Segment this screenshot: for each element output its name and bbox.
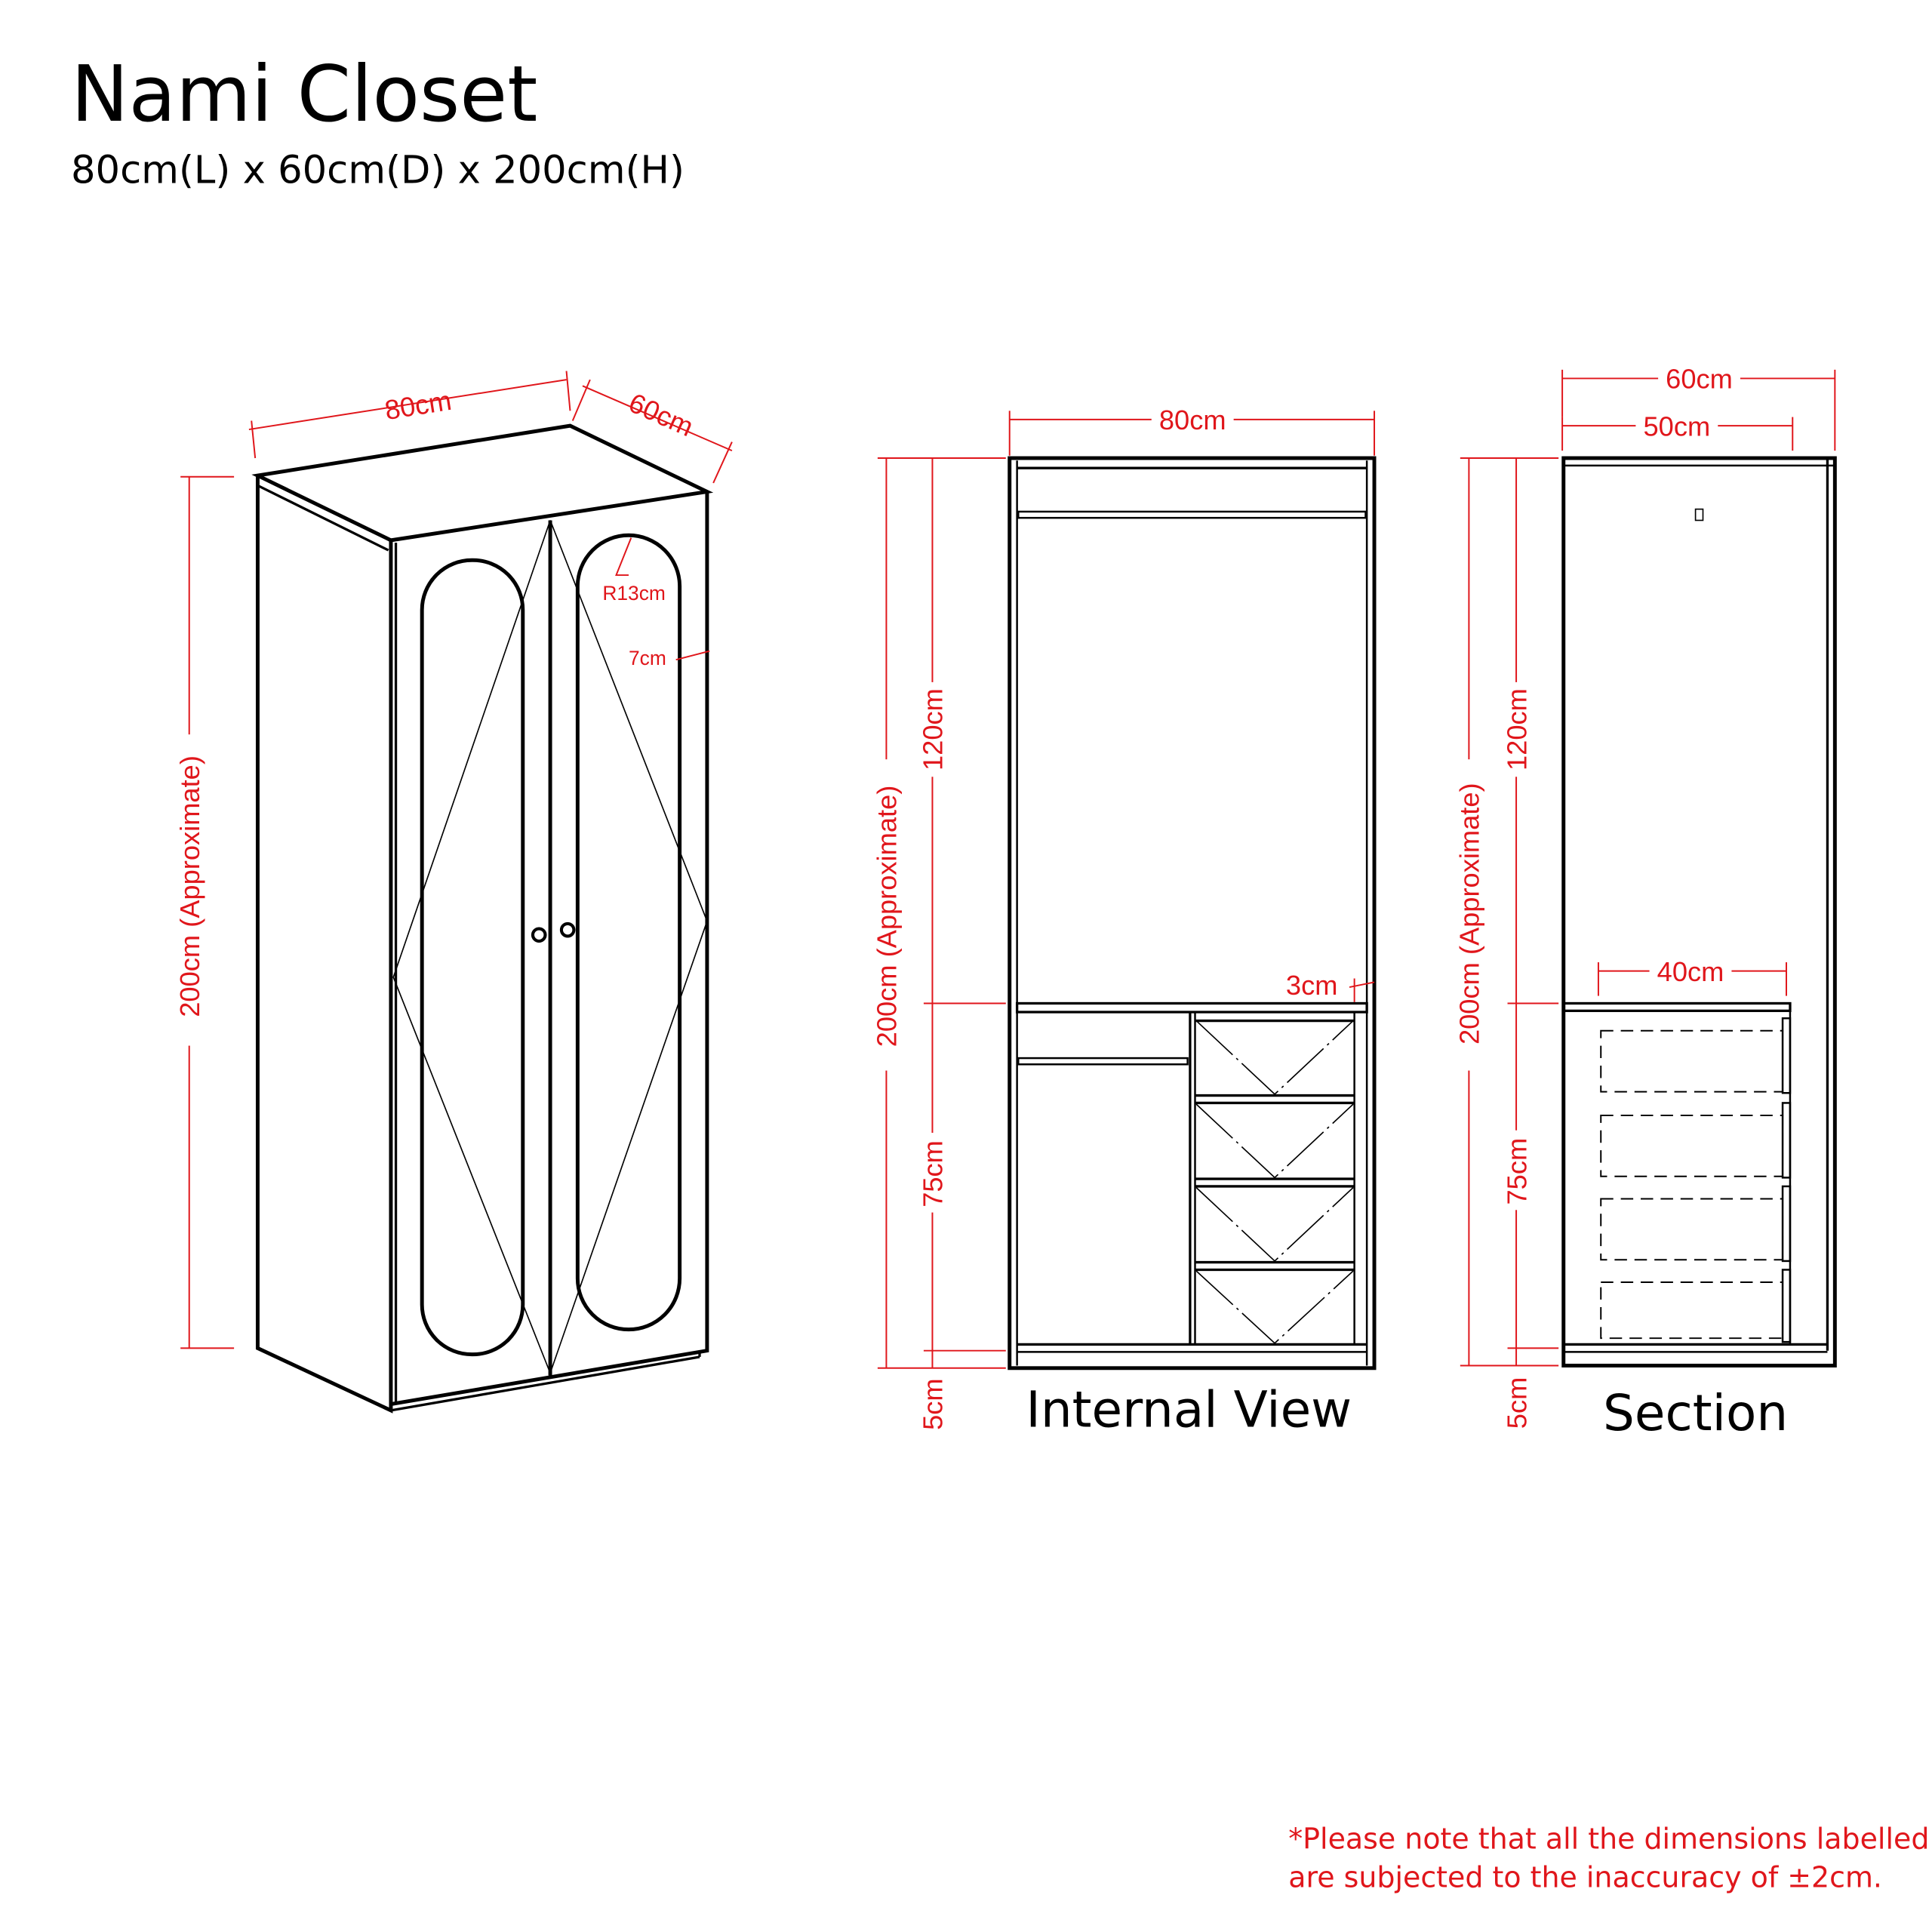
drawer [1195, 1268, 1355, 1344]
internal-height-label: 200cm (Approximate) [872, 786, 903, 1048]
section-label: Section [1603, 1384, 1788, 1442]
internal-lower-label: 75cm [918, 1140, 949, 1208]
internal-view: 80cm 200cm (Approximate) 120cm 75cm 5cm … [869, 405, 1377, 1438]
drawer-outline [1600, 1114, 1784, 1177]
drawers [1195, 1019, 1355, 1344]
section-drawers [1600, 1017, 1792, 1343]
drawer-outline [1600, 1029, 1784, 1093]
internal-plinth-label: 5cm [918, 1378, 949, 1430]
iso-width-label: 80cm [383, 385, 454, 426]
internal-view-label: Internal View [1026, 1380, 1352, 1438]
page-title: Nami Closet [71, 50, 537, 140]
rail-profile-icon [1694, 508, 1704, 521]
note-line-2: are subjected to the inaccuracy of ±2cm. [1288, 1861, 1882, 1894]
section-inner-depth-label: 50cm [1644, 411, 1711, 441]
iso-side [255, 475, 393, 1414]
left-knob [531, 927, 547, 943]
drawer [1195, 1185, 1355, 1264]
drawer-depth-label: 40cm [1657, 956, 1724, 987]
internal-upper-label: 120cm [918, 688, 949, 771]
iso-height-label: 200cm (Approximate) [174, 755, 205, 1017]
shelf [1015, 1001, 1368, 1014]
drawer-outline [1600, 1198, 1784, 1261]
section-upper-label: 120cm [1501, 688, 1532, 771]
right-door-oval [575, 533, 682, 1332]
hanging-rail [1017, 510, 1367, 519]
note-line-1: *Please note that all the dimensions lab… [1288, 1822, 1929, 1855]
left-door-oval [420, 558, 525, 1357]
frame-label: 7cm [629, 647, 666, 669]
right-knob [559, 921, 576, 938]
lower-rail [1017, 1057, 1189, 1066]
gap-label: 3cm [1286, 970, 1338, 1001]
page-subtitle: 80cm(L) x 60cm(D) x 200cm(H) [71, 148, 685, 192]
iso-depth-label: 60cm [624, 387, 698, 443]
section-depth-label: 60cm [1666, 364, 1733, 395]
isometric-view: 80cm 60cm 200cm (Approximate) R13cm 7cm [171, 371, 733, 1414]
drawer-outline [1600, 1281, 1784, 1340]
section-plinth-label: 5cm [1501, 1377, 1532, 1429]
internal-width-label: 80cm [1159, 405, 1226, 435]
drawer [1195, 1019, 1355, 1097]
radius-label: R13cm [602, 582, 666, 605]
section-lower-label: 75cm [1501, 1138, 1532, 1205]
iso-top [251, 423, 714, 543]
section-shelf [1562, 1001, 1792, 1013]
section-height-label: 200cm (Approximate) [1454, 783, 1485, 1044]
section-view: 60cm 50cm 40cm 200cm (Approximate) 120cm… [1451, 364, 1837, 1442]
drawer [1195, 1101, 1355, 1180]
